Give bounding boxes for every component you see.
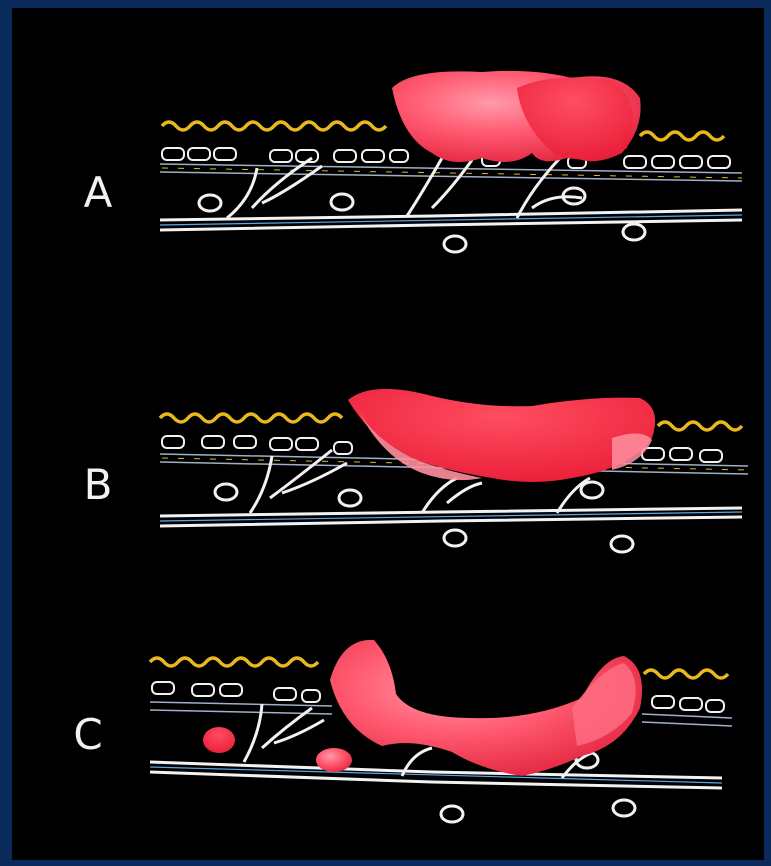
panel-label-a: A xyxy=(68,172,128,214)
diagram-frame: A B C xyxy=(12,8,764,860)
satellite-nodule xyxy=(316,748,352,772)
satellite-nodule xyxy=(203,727,235,753)
dermis-line-b xyxy=(160,508,742,516)
lesion-b xyxy=(348,389,655,482)
panel-label-b: B xyxy=(68,464,128,506)
panel-a xyxy=(160,71,742,252)
panel-c xyxy=(150,640,732,822)
panel-b xyxy=(160,389,748,552)
dermis-line-a xyxy=(160,210,742,220)
epidermis-wave-a xyxy=(162,122,386,130)
epidermis-wave-c xyxy=(150,658,318,666)
skin-cross-section-diagram xyxy=(12,8,764,860)
panel-label-c: C xyxy=(58,714,118,756)
epidermis-wave-b xyxy=(160,414,342,422)
